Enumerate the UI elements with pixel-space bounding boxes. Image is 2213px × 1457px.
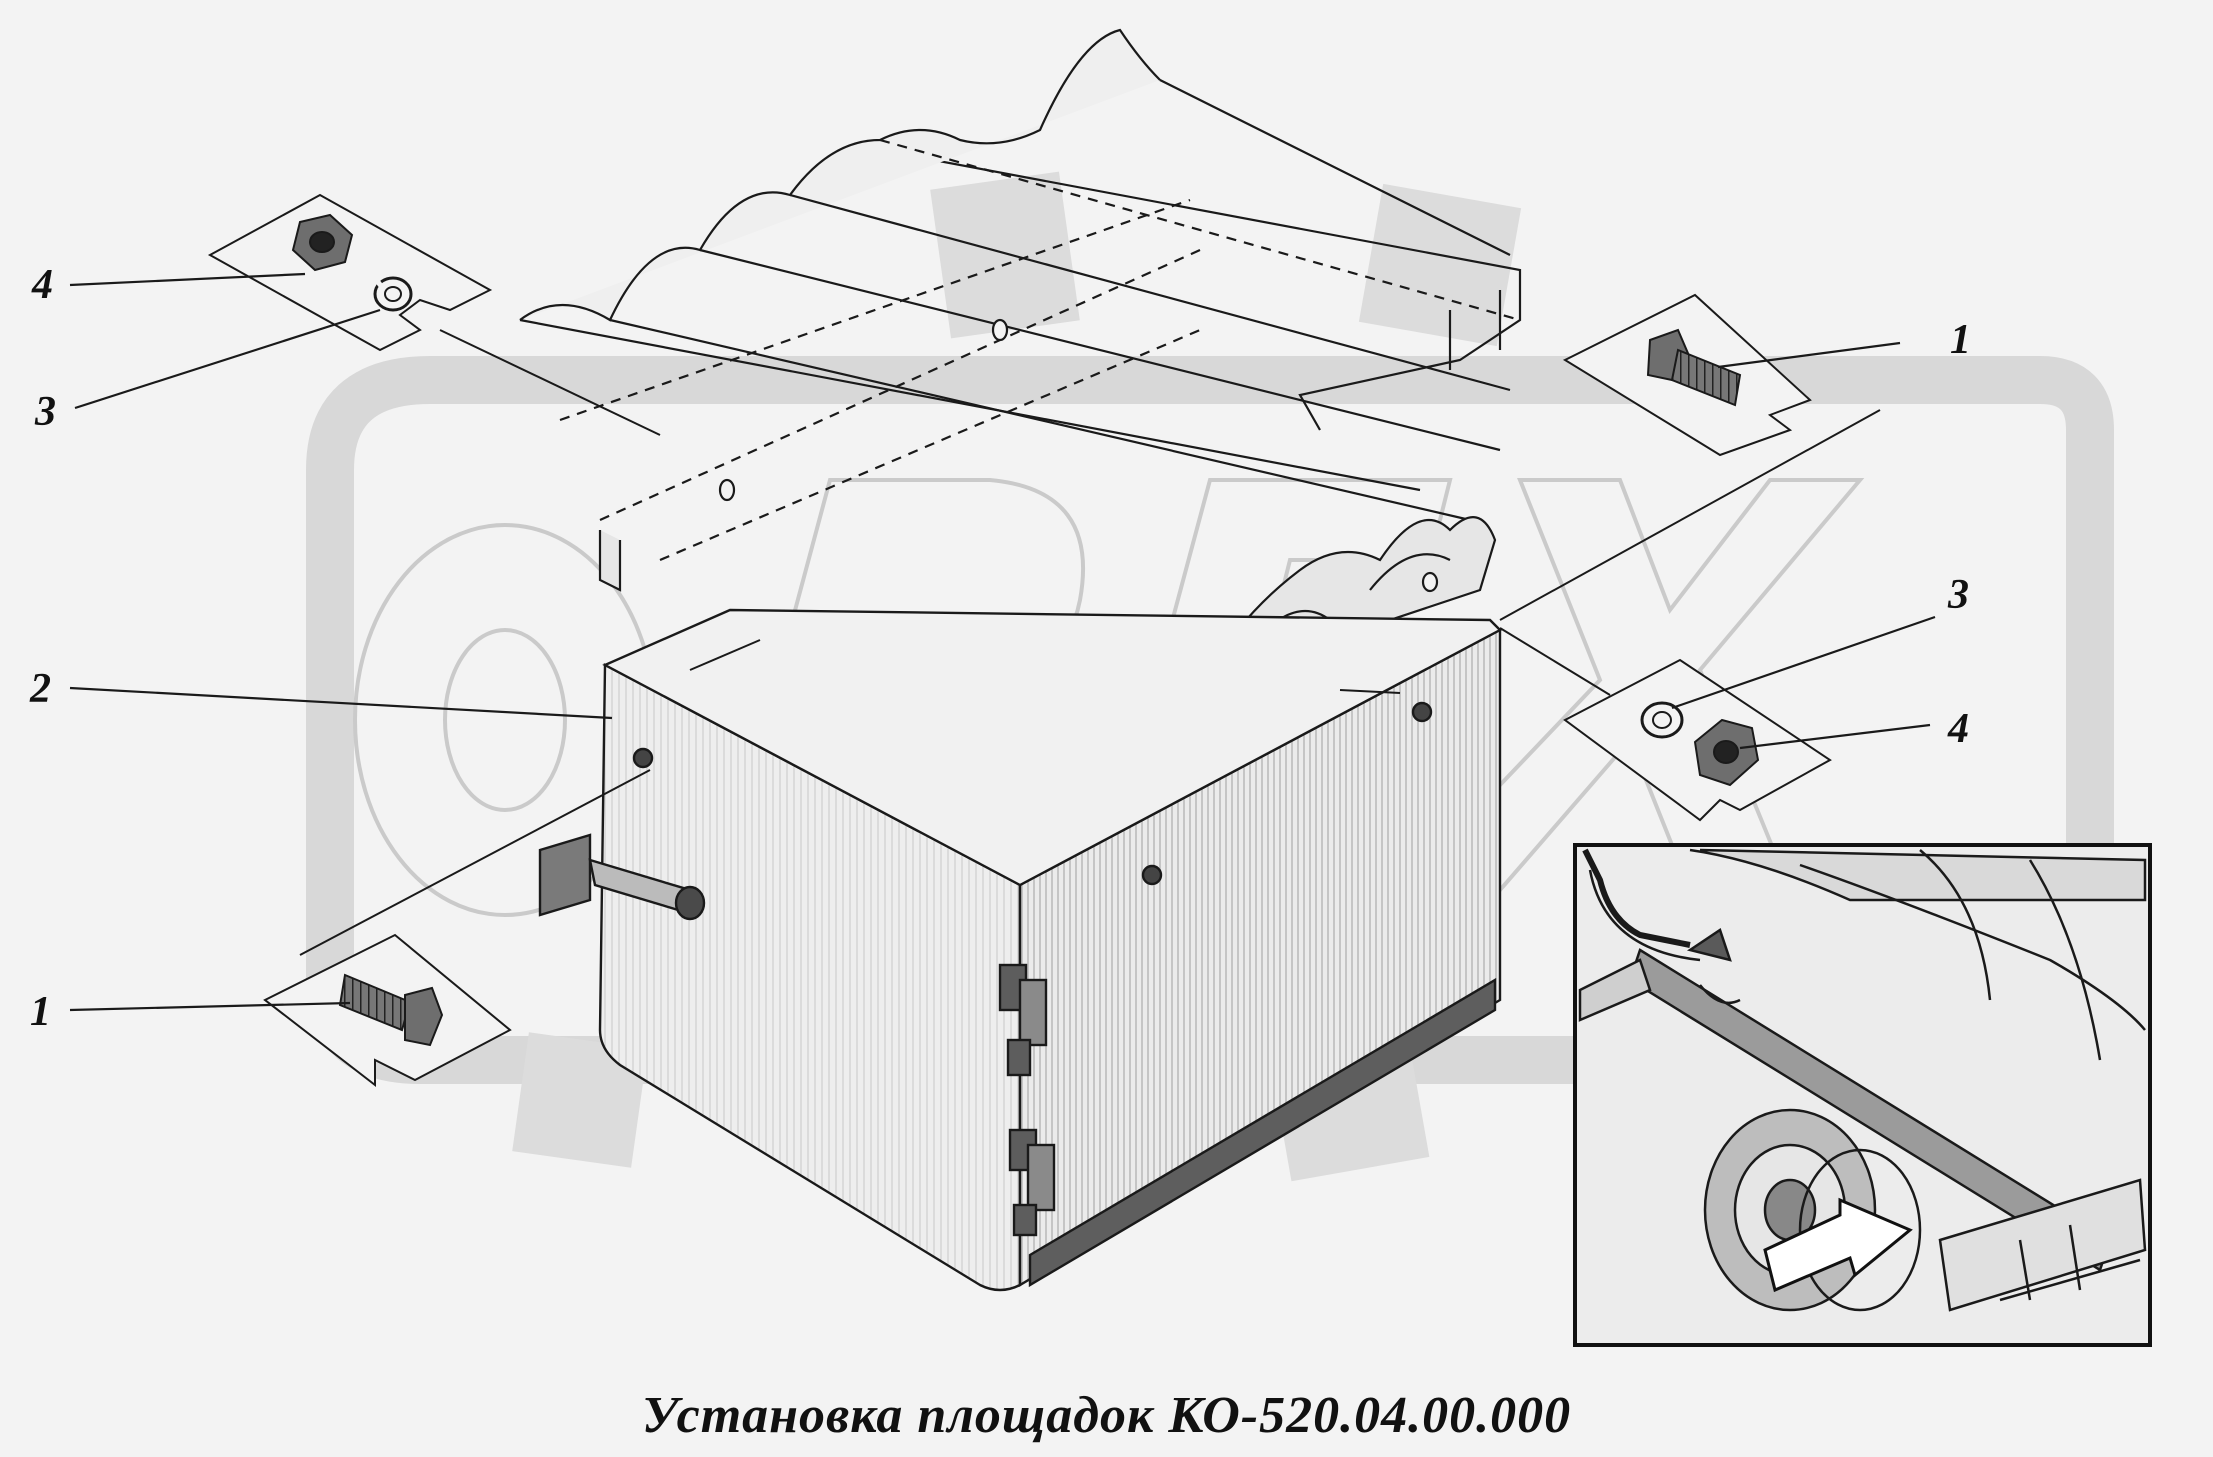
lock-washer-icon [373, 276, 413, 312]
fastener-plate-bottom-left [263, 933, 512, 1088]
box-latch [538, 833, 706, 921]
door-hinge-upper [998, 963, 1048, 1077]
location-arrow-icon [1763, 1197, 1913, 1293]
callout-1-left: 1 [30, 989, 51, 1035]
fastener-plate-top-left [207, 193, 493, 352]
lock-washer-icon [1640, 701, 1684, 739]
callout-3-left: 3 [34, 389, 56, 435]
callout-1-right: 1 [1950, 317, 1971, 363]
door-hinge-lower [1008, 1128, 1056, 1237]
hex-nut-icon [1693, 718, 1760, 787]
callout-leaders [69, 272, 1936, 1012]
fastener-plate-top-right [1562, 293, 1812, 457]
box-top-face [602, 608, 1502, 887]
fastener-plate-right [1563, 658, 1832, 822]
hex-nut-icon [291, 213, 354, 272]
hex-bolt-icon [1646, 328, 1742, 407]
callout-4-right: 4 [1947, 706, 1969, 752]
diagram-caption: Установка площадок КО-520.04.00.000 [641, 1387, 1572, 1444]
corrugated-sheet-top [519, 28, 1161, 322]
assembly-leaders [299, 329, 1881, 956]
callout-labels: 1 3 4 4 3 2 1 [29, 262, 1971, 1035]
tool-box [538, 608, 1502, 1292]
callout-2-left: 2 [29, 666, 51, 712]
hex-bolt-icon [338, 973, 444, 1047]
location-inset [1573, 843, 2152, 1347]
callout-3-right: 3 [1947, 572, 1969, 618]
box-left-face [598, 663, 1022, 1292]
box-bottom-strip [1028, 977, 1497, 1288]
callout-4-left: 4 [31, 262, 53, 308]
watermark-gear [512, 171, 1522, 1182]
